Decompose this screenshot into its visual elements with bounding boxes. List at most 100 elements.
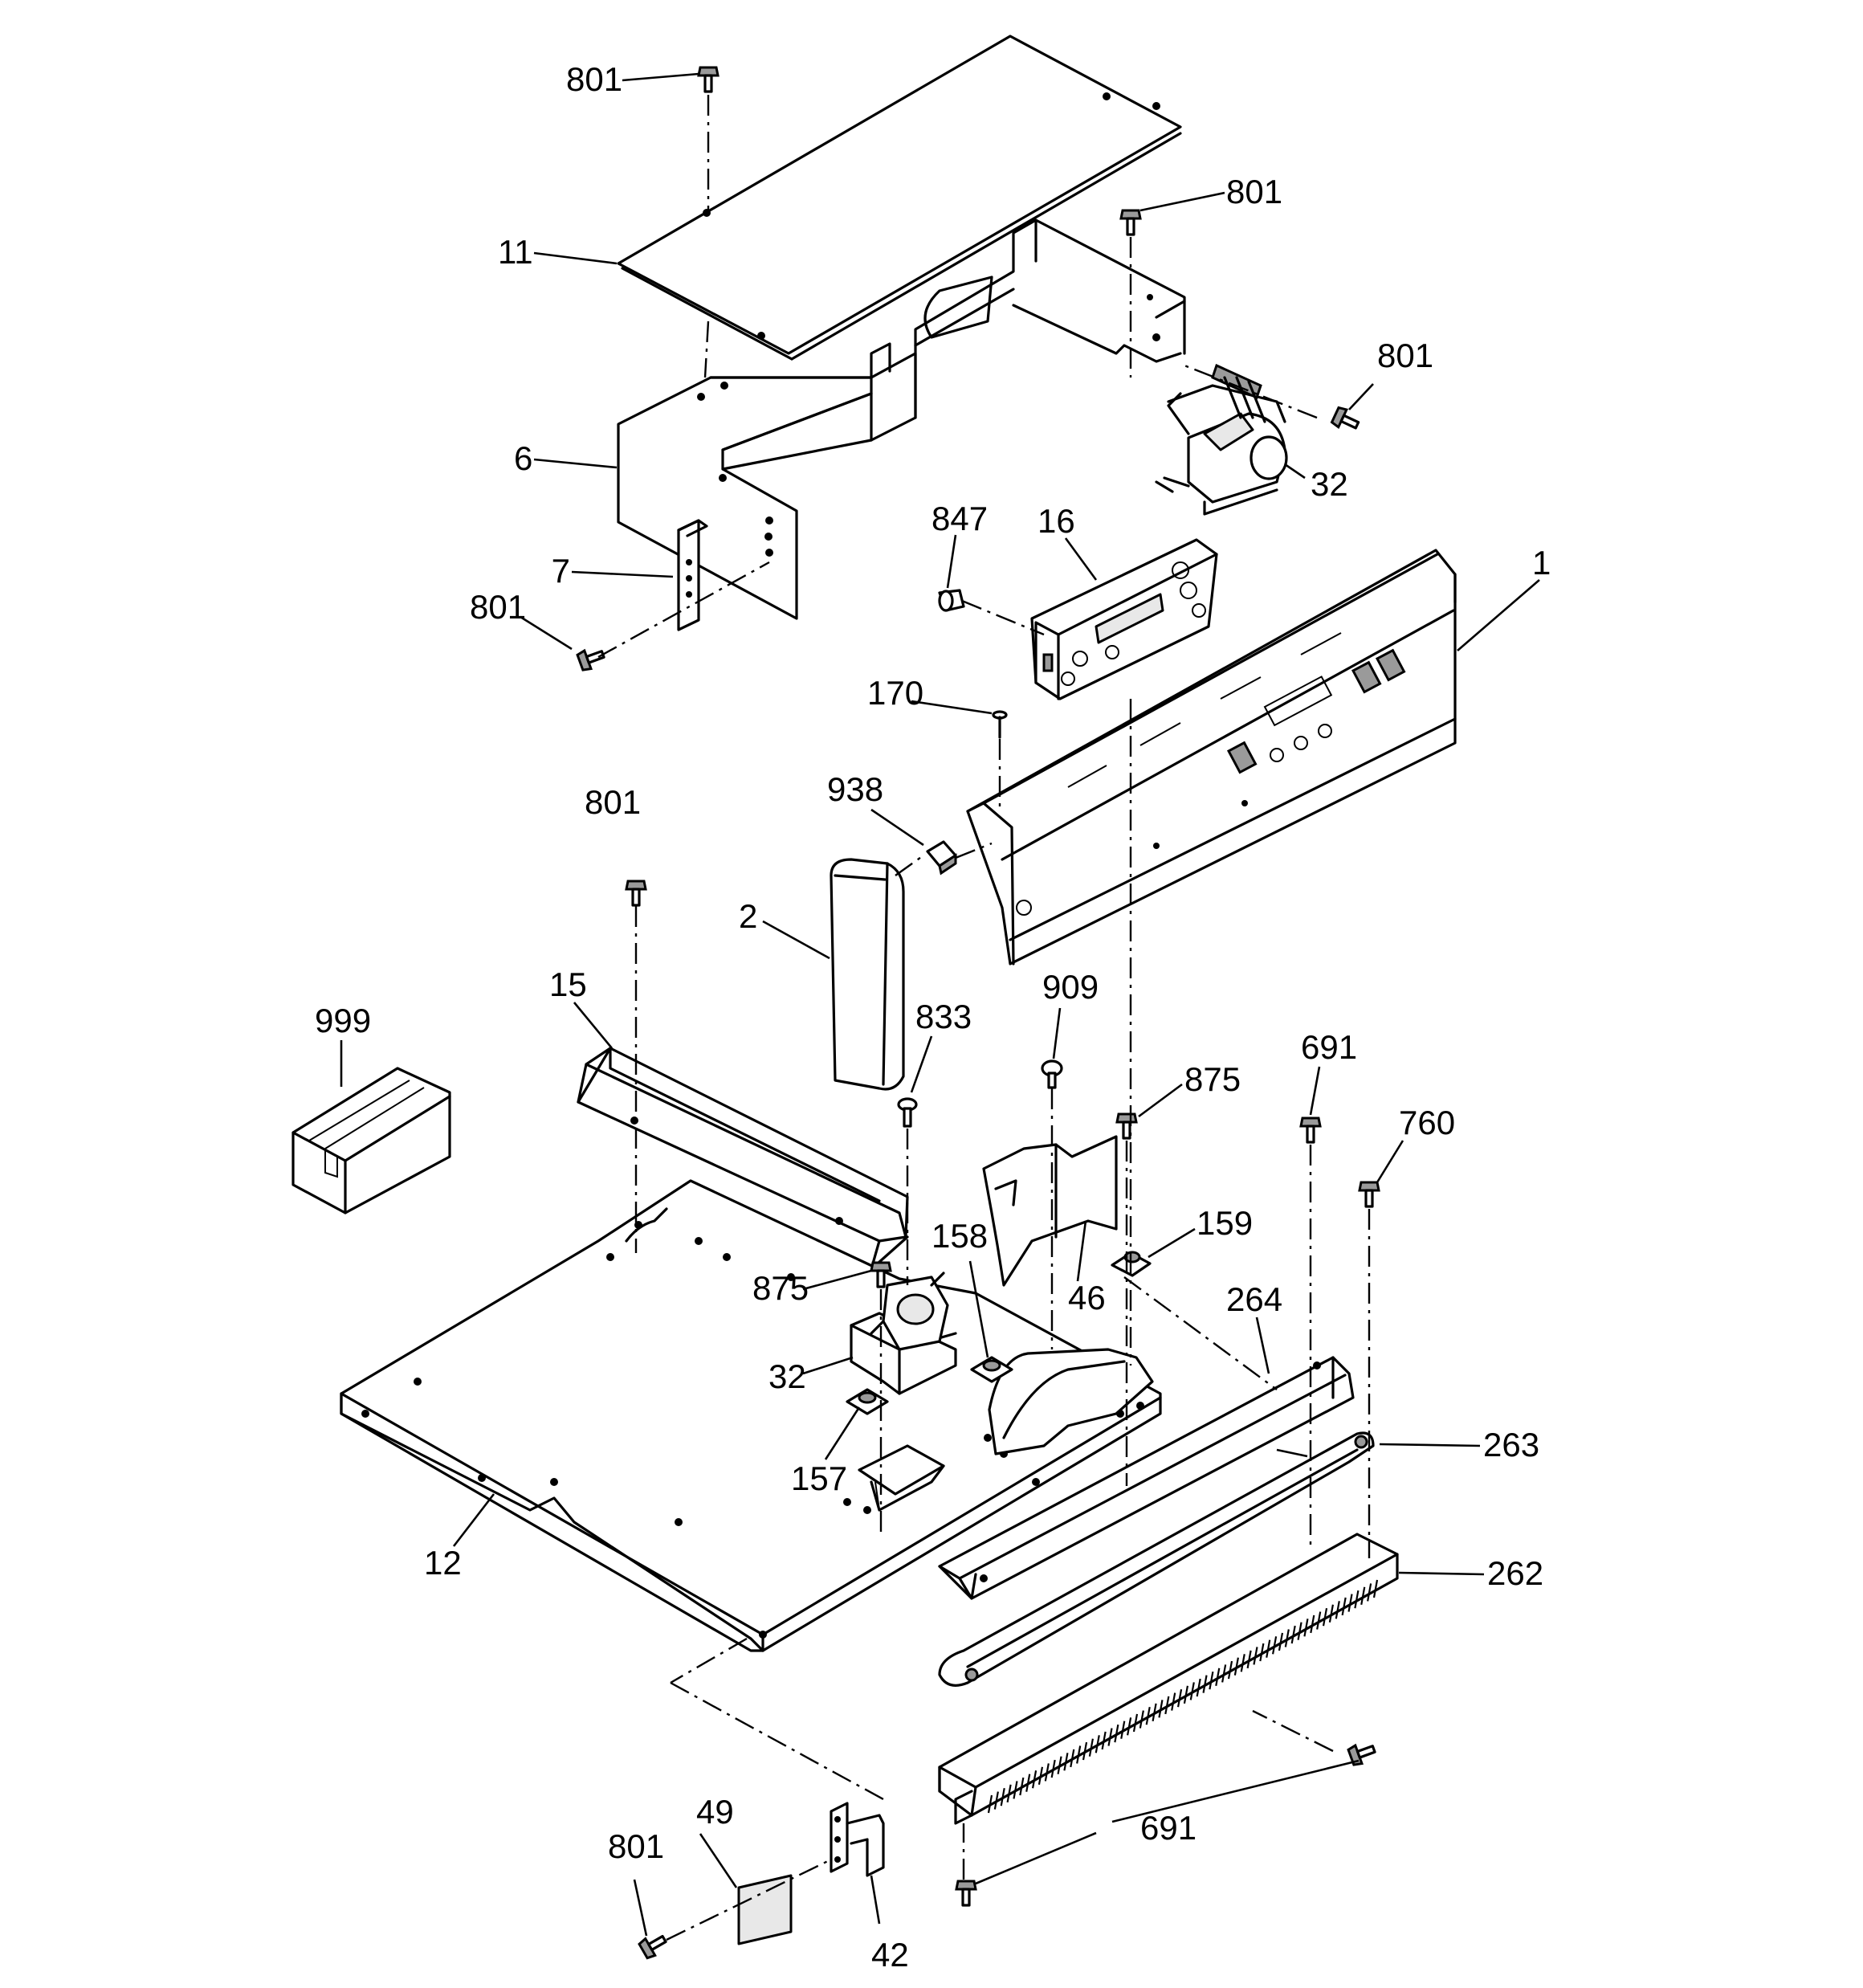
grille-slot: [1215, 1668, 1221, 1687]
callout-label: 42: [871, 1936, 909, 1974]
callout-label: 32: [1311, 465, 1348, 503]
callout-label: 938: [827, 770, 883, 808]
grille-slot: [1227, 1660, 1233, 1680]
grille-slot: [1176, 1689, 1183, 1708]
screw-875-b: [870, 1261, 892, 1288]
callout-label: 158: [932, 1217, 988, 1255]
grille-slot: [993, 1791, 999, 1810]
grille-slot: [1044, 1763, 1050, 1782]
callout-label: 49: [696, 1793, 734, 1831]
callout-label: 15: [549, 965, 587, 1003]
callout-label: 12: [424, 1544, 462, 1582]
grille-slot: [1158, 1700, 1164, 1718]
leader-lines: [340, 72, 1540, 1937]
grille-slot: [1341, 1597, 1347, 1616]
screw-833: [897, 1097, 918, 1128]
callout-label: 909: [1042, 968, 1099, 1006]
callout-label: 801: [566, 60, 622, 98]
grille-slot: [1272, 1636, 1278, 1655]
part-control-panel-1: [966, 549, 1457, 965]
grille-slot: [1266, 1639, 1271, 1658]
part-side-trim-2: [830, 858, 905, 1091]
grille-slot: [1240, 1654, 1245, 1672]
screw-691-a: [1299, 1116, 1322, 1144]
grille-slot: [1037, 1766, 1044, 1786]
grille-slot: [1000, 1788, 1005, 1806]
grille-slot: [987, 1794, 993, 1814]
grille-slots: [987, 1579, 1379, 1814]
callout-label: 2: [739, 897, 757, 935]
grille-slot: [1013, 1781, 1018, 1799]
grille-slot: [1171, 1692, 1176, 1711]
part-screw-170: [992, 710, 1008, 739]
screw-760: [1358, 1181, 1380, 1208]
callout-label: 847: [932, 500, 988, 537]
grille-slot: [1088, 1738, 1094, 1757]
part-literature-box-999: [291, 1067, 451, 1214]
callout-label: 833: [915, 998, 972, 1035]
callout-label: 6: [514, 439, 532, 477]
grille-slot: [1189, 1682, 1195, 1700]
grille-slot: [1152, 1703, 1157, 1721]
callout-label: 263: [1483, 1426, 1539, 1463]
part-control-board-16: [1030, 538, 1218, 700]
assembly-lines: [597, 95, 1371, 1941]
part-thermostat-158: [970, 1356, 1013, 1383]
callout-label: 801: [470, 588, 526, 626]
screw-909: [1041, 1059, 1063, 1089]
part-grommet-938: [926, 840, 957, 876]
screw-875-a: [1115, 1112, 1138, 1140]
grille-slot: [1183, 1685, 1189, 1704]
grille-slot: [1328, 1604, 1335, 1623]
screw-801-b: [1119, 209, 1142, 236]
screws: [576, 66, 1380, 1960]
callout-label: 7: [552, 552, 570, 590]
callout-label: 11: [498, 233, 533, 271]
grille-slot: [1120, 1721, 1126, 1739]
callout-label: 264: [1226, 1280, 1282, 1318]
callout-label: 875: [1184, 1060, 1241, 1098]
part-label-49: [737, 1874, 793, 1945]
callout-label: 1: [1532, 544, 1551, 582]
grille-slot: [1297, 1622, 1302, 1640]
callout-label: 875: [752, 1269, 809, 1307]
grille-slot: [1322, 1607, 1328, 1627]
part-bracket-7: [677, 519, 708, 631]
grille-slot: [1278, 1632, 1284, 1651]
grille-slot: [1057, 1756, 1062, 1774]
grille-slot: [1164, 1696, 1170, 1715]
callout-label: 262: [1487, 1554, 1543, 1592]
grille-slot: [1132, 1713, 1139, 1733]
part-thermostat-157: [846, 1388, 889, 1415]
part-front-channel-264: [938, 1356, 1355, 1600]
grille-slot: [1253, 1647, 1258, 1665]
part-side-wrap-6: [617, 342, 917, 620]
part-upper-frame: [914, 218, 1186, 419]
callout-label: 801: [608, 1827, 664, 1865]
grille-slot: [1284, 1629, 1290, 1647]
part-fan-motor-32-lower: [850, 1272, 957, 1395]
part-bracket-42: [830, 1802, 885, 1877]
grille-slot: [1025, 1774, 1031, 1792]
callout-label: 760: [1399, 1104, 1455, 1141]
callout-label: 691: [1140, 1809, 1196, 1847]
grille-slot: [1202, 1675, 1208, 1693]
part-trim-bar-263: [938, 1431, 1375, 1687]
screw-801-d: [576, 648, 605, 672]
callout-label: 32: [768, 1357, 806, 1395]
grille-slot: [1107, 1728, 1113, 1746]
part-top-cover-11: [617, 35, 1182, 361]
callout-labels: 801 801 801 801 801 801 11 6 7 32 847 16…: [315, 60, 1551, 1974]
grille-slot: [1063, 1753, 1069, 1771]
grille-slot: [1335, 1601, 1340, 1619]
grille-slot: [1360, 1586, 1366, 1605]
grille-slot: [1095, 1735, 1100, 1753]
grille-slot: [1354, 1590, 1360, 1609]
screw-801-e: [625, 880, 647, 907]
grille-slot: [1050, 1759, 1056, 1778]
grille-slot: [1019, 1777, 1025, 1796]
callout-label: 159: [1196, 1204, 1253, 1242]
part-thermostat-159: [1111, 1251, 1152, 1277]
callout-label: 46: [1068, 1279, 1106, 1316]
